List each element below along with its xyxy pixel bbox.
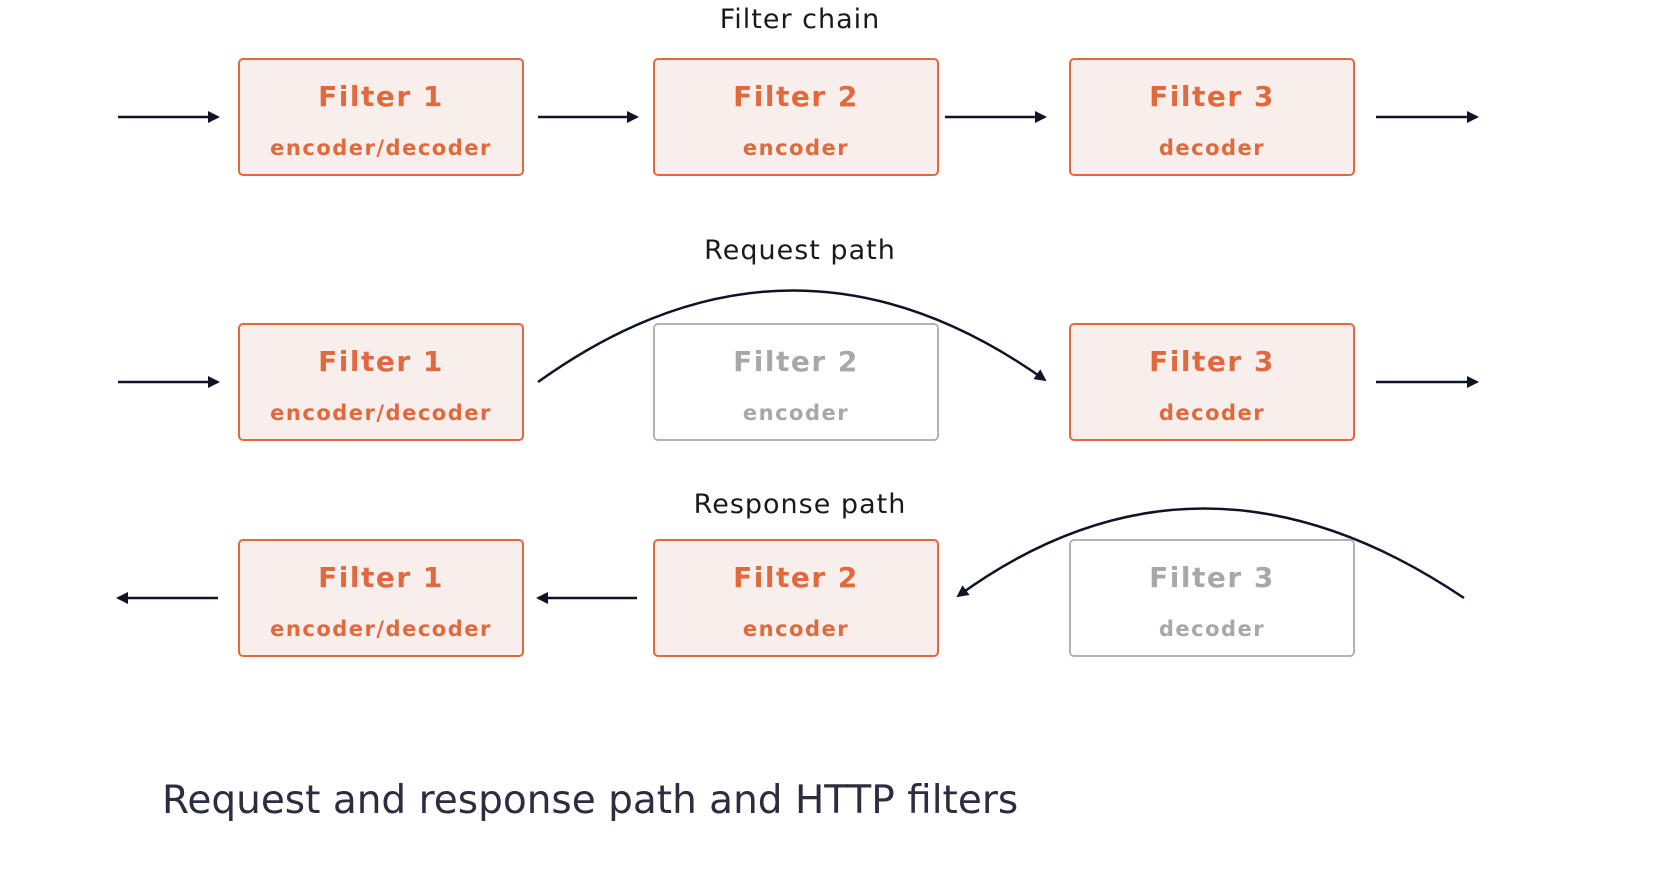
filter-role: encoder <box>742 136 850 160</box>
filter-name: Filter 2 <box>733 561 859 594</box>
filter-chain-title: Filter chain <box>719 4 881 35</box>
filter-role: encoder/decoder <box>270 401 492 425</box>
filter-name: Filter 1 <box>318 345 444 378</box>
response-path-title: Response path <box>693 489 907 520</box>
request-bypass-arc <box>537 289 1047 384</box>
filter-role: encoder <box>742 401 850 425</box>
response-filter-2-box: Filter 2 encoder <box>653 539 939 657</box>
filter-name: Filter 1 <box>318 561 444 594</box>
filter-name: Filter 3 <box>1149 561 1275 594</box>
chain-filter-2-box: Filter 2 encoder <box>653 58 939 176</box>
filter-name: Filter 1 <box>318 80 444 113</box>
filter-name: Filter 3 <box>1149 80 1275 113</box>
request-filter-3-box: Filter 3 decoder <box>1069 323 1355 441</box>
filter-role: decoder <box>1158 136 1266 160</box>
filter-role: encoder <box>742 617 850 641</box>
filter-role: encoder/decoder <box>270 617 492 641</box>
figure-caption: Request and response path and HTTP filte… <box>162 778 1019 823</box>
response-filter-1-box: Filter 1 encoder/decoder <box>238 539 524 657</box>
chain-filter-3-box: Filter 3 decoder <box>1069 58 1355 176</box>
chain-filter-1-box: Filter 1 encoder/decoder <box>238 58 524 176</box>
request-path-title: Request path <box>704 235 896 266</box>
request-filter-2-box: Filter 2 encoder <box>653 323 939 441</box>
filter-role: encoder/decoder <box>270 136 492 160</box>
response-bypass-arc <box>956 507 1465 600</box>
filter-role: decoder <box>1158 401 1266 425</box>
response-filter-3-box: Filter 3 decoder <box>1069 539 1355 657</box>
filter-name: Filter 2 <box>733 345 859 378</box>
filter-name: Filter 3 <box>1149 345 1275 378</box>
filter-role: decoder <box>1158 617 1266 641</box>
filter-name: Filter 2 <box>733 80 859 113</box>
request-filter-1-box: Filter 1 encoder/decoder <box>238 323 524 441</box>
